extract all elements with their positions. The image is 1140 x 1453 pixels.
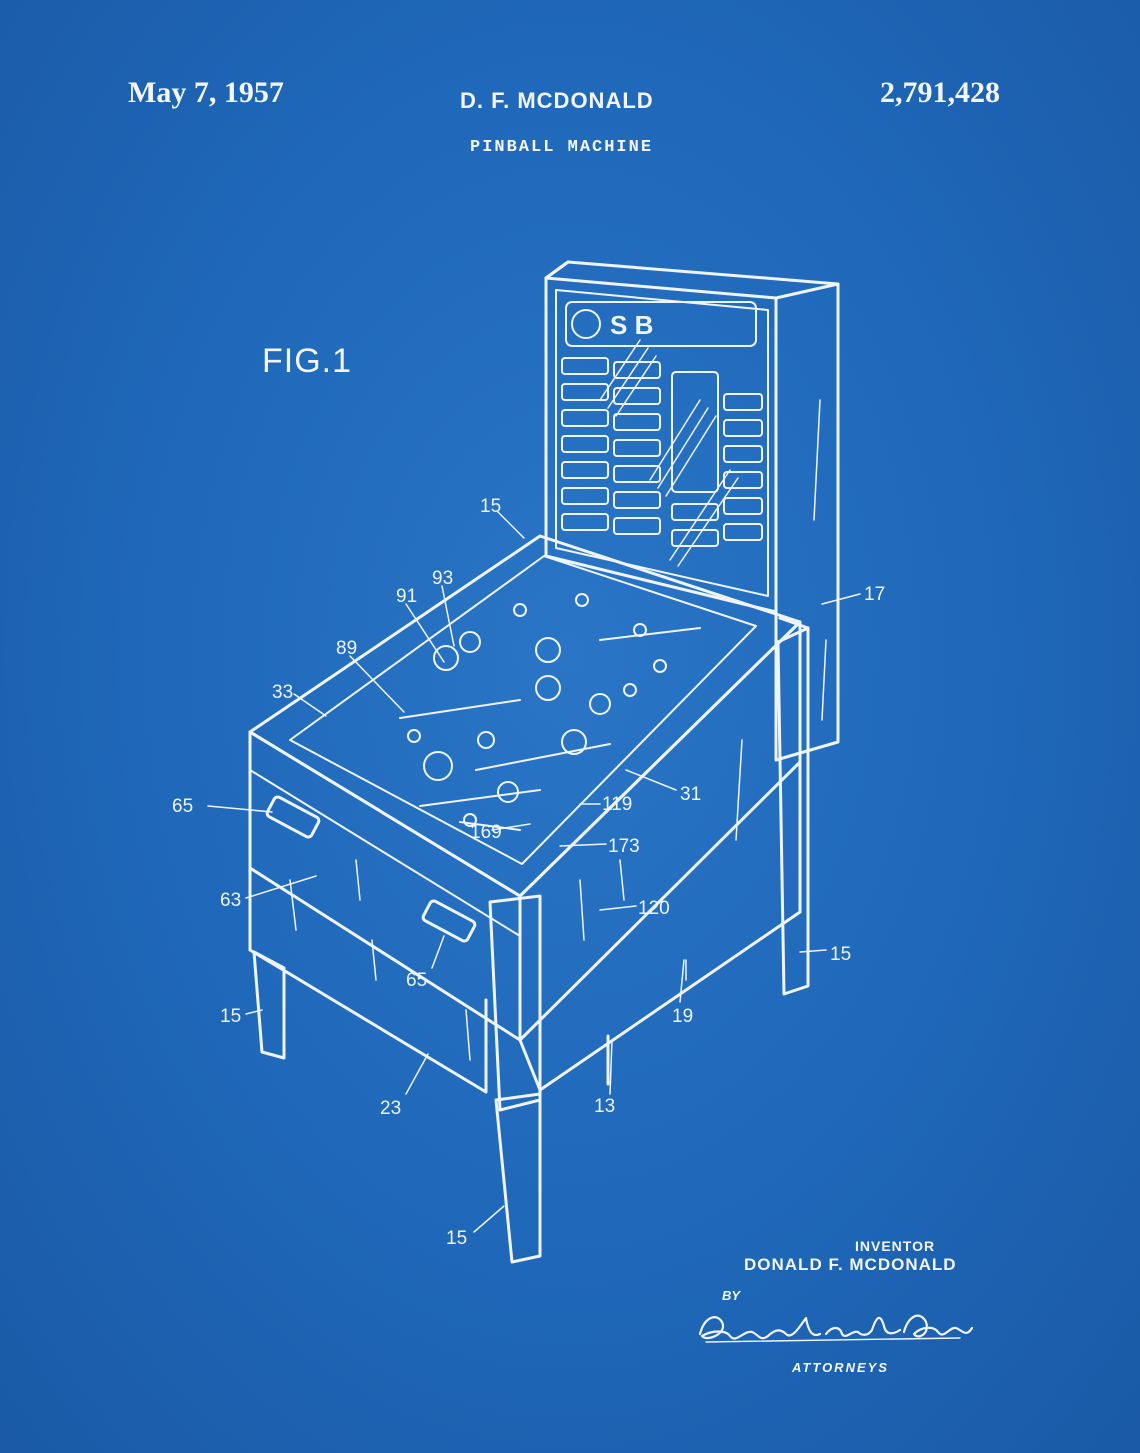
ref-13: 13 bbox=[594, 1096, 615, 1117]
ref-23: 23 bbox=[380, 1098, 401, 1119]
ref-15-bottom: 15 bbox=[446, 1228, 467, 1249]
ref-15-right: 15 bbox=[830, 944, 851, 965]
ref-89: 89 bbox=[336, 638, 357, 659]
ref-15-top: 15 bbox=[480, 496, 501, 517]
patent-date: May 7, 1957 bbox=[128, 76, 284, 109]
ref-15-left: 15 bbox=[220, 1006, 241, 1027]
ref-120: 120 bbox=[638, 898, 670, 919]
attorney-signature bbox=[698, 1314, 974, 1343]
inventor-header: D. F. MCDONALD bbox=[460, 88, 654, 113]
svg-text:S B: S B bbox=[610, 310, 653, 340]
cabinet bbox=[248, 534, 802, 1112]
by-tag: BY bbox=[722, 1288, 741, 1303]
ref-91: 91 bbox=[396, 586, 417, 607]
patent-subtitle: PINBALL MACHINE bbox=[470, 138, 654, 157]
attorneys-tag: ATTORNEYS bbox=[792, 1360, 889, 1375]
inventor-tag: INVENTOR bbox=[855, 1238, 936, 1254]
ref-33: 33 bbox=[272, 682, 293, 703]
ref-119: 119 bbox=[602, 794, 632, 815]
legs bbox=[252, 616, 810, 1264]
patent-number: 2,791,428 bbox=[880, 76, 1000, 109]
ref-17: 17 bbox=[864, 584, 885, 605]
inventor-name: DONALD F. MCDONALD bbox=[744, 1255, 957, 1274]
ref-65-front: 65 bbox=[406, 970, 427, 991]
ref-173: 173 bbox=[608, 836, 640, 857]
ref-31: 31 bbox=[680, 784, 701, 805]
ref-19: 19 bbox=[672, 1006, 693, 1027]
figure-label: FIG.1 bbox=[262, 342, 353, 380]
ref-65-left: 65 bbox=[172, 796, 193, 817]
reference-numerals: 15 93 91 89 33 65 63 65 15 23 13 19 15 1… bbox=[172, 496, 885, 1249]
ref-63: 63 bbox=[220, 890, 241, 911]
ref-169: 169 bbox=[470, 822, 502, 843]
backbox: S B bbox=[544, 260, 840, 762]
leader-lines bbox=[207, 511, 861, 1233]
ref-93: 93 bbox=[432, 568, 453, 589]
